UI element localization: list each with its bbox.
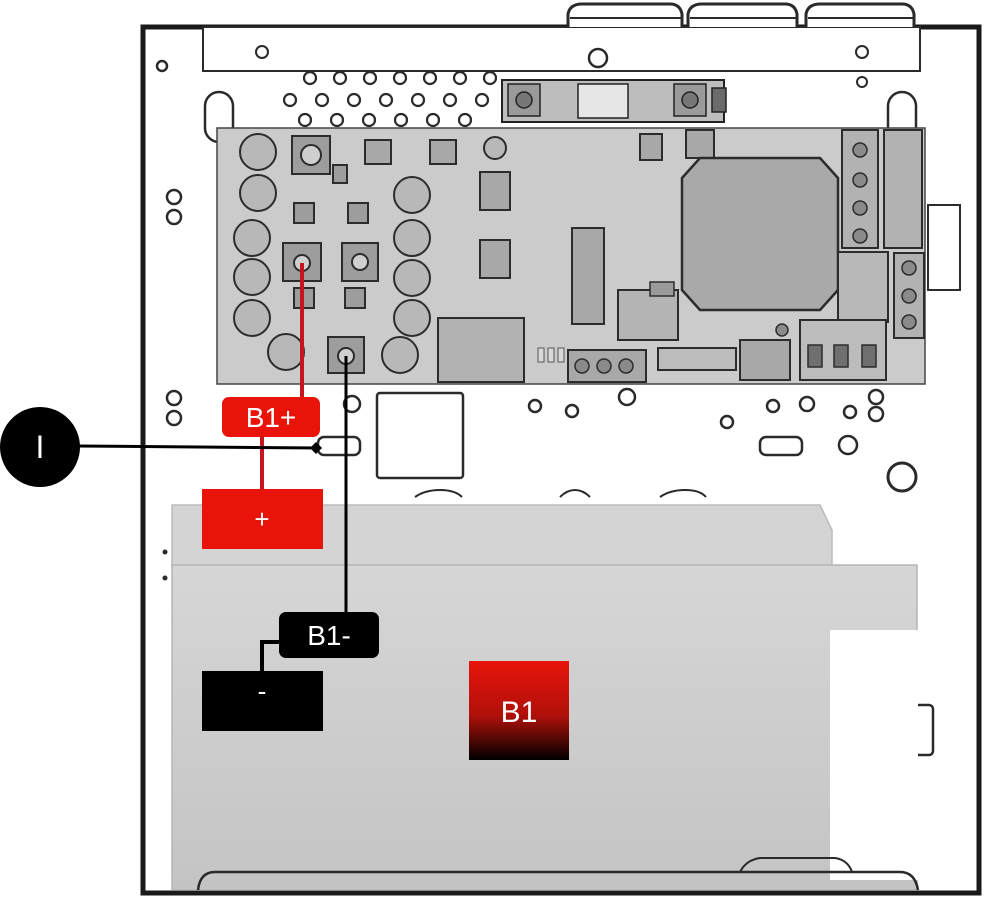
black-wire-terminal [260, 640, 280, 672]
label-b1-minus: B1- [279, 612, 379, 658]
terminal-plus-text: + [254, 504, 269, 534]
callout-pointer [310, 442, 322, 454]
label-b1-minus-text: B1- [307, 620, 351, 651]
callout-i-text: I [36, 429, 45, 465]
callout-i: I [0, 407, 80, 487]
terminal-plus: + [202, 489, 323, 549]
battery-label-text: B1 [501, 696, 538, 729]
label-b1-plus: B1+ [222, 397, 320, 437]
wires [77, 263, 348, 672]
callout-leader [77, 444, 319, 450]
terminal-minus: - [202, 671, 323, 731]
label-b1-plus-text: B1+ [246, 402, 297, 433]
terminal-minus-text: - [258, 676, 267, 706]
battery-label: B1 [469, 661, 569, 760]
